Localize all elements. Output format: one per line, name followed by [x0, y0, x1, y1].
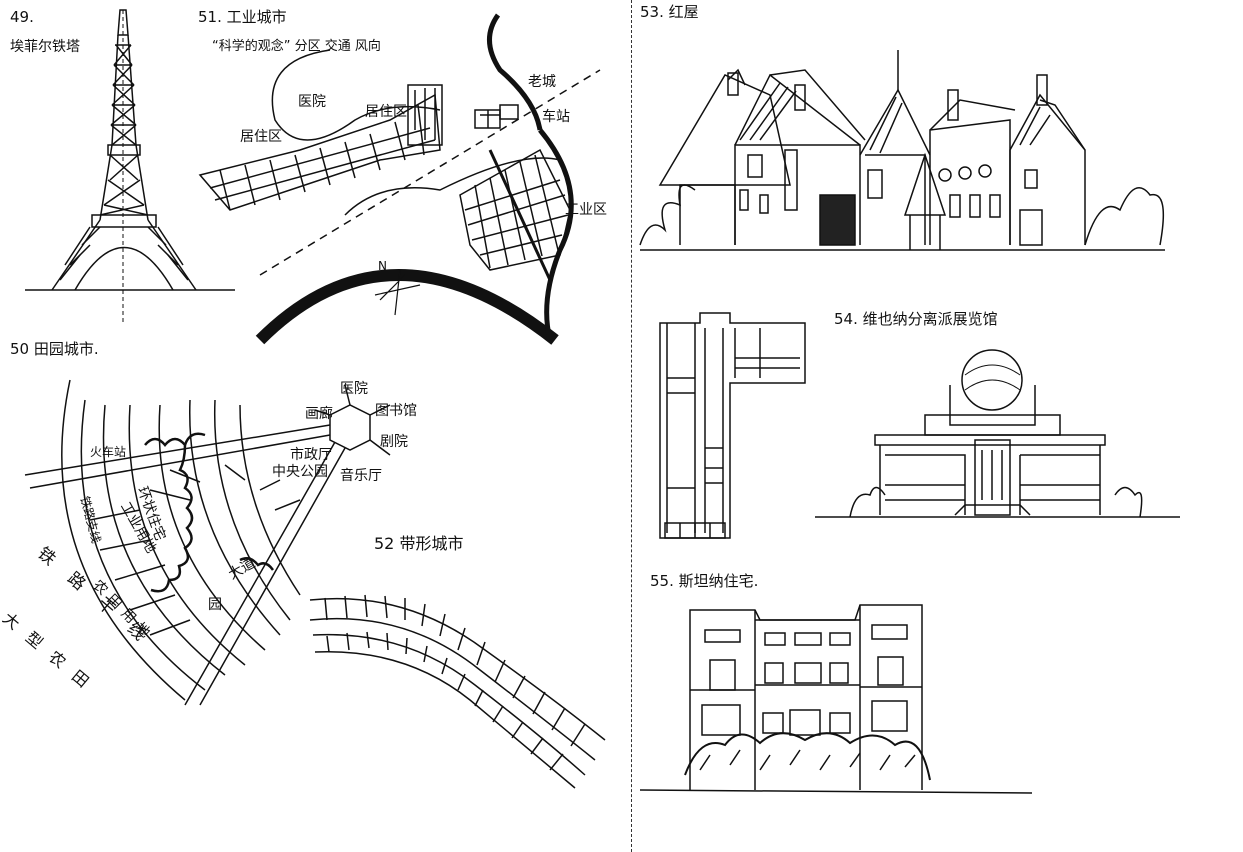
sketch-51-title: 51. 工业城市 [198, 8, 287, 26]
garden-city-diagram [0, 370, 460, 720]
sketch-51-concept: “科学的观念” 分区 交通 风向 [212, 39, 381, 54]
label-theater: 剧院 [380, 434, 408, 450]
label-old-town: 老城 [528, 74, 556, 90]
sketch-49-number: 49. [10, 8, 34, 26]
industrial-city-map [190, 10, 620, 345]
secession-plan-drawing [655, 308, 815, 548]
north-label: N [378, 259, 387, 273]
sketch-54-title: 54. 维也纳分离派展览馆 [834, 310, 998, 328]
label-station: 车站 [542, 109, 570, 125]
label-central-park: 中央公园 [272, 464, 328, 480]
steiner-house-drawing [640, 595, 1035, 800]
label-residential-upper: 居住区 [365, 104, 407, 120]
label-hospital-51: 医院 [298, 94, 326, 110]
page-divider [631, 0, 632, 852]
label-hospital-50: 医院 [340, 381, 368, 397]
secession-elevation-drawing [815, 345, 1185, 525]
label-industrial: 工业区 [565, 202, 607, 218]
sketch-55-title: 55. 斯坦纳住宅. [650, 572, 759, 590]
sketch-52-title: 52 带形城市 [374, 534, 464, 553]
red-house-drawing [640, 45, 1170, 265]
label-concert-hall: 音乐厅 [340, 468, 382, 484]
sketch-53-title: 53. 红屋 [640, 3, 699, 21]
linear-city-drawing [305, 590, 615, 790]
label-garden: 园 [208, 597, 222, 613]
sketch-49-label: 埃菲尔铁塔 [10, 39, 80, 55]
label-city-hall: 市政厅 [290, 447, 332, 463]
sketch-50-title: 50 田园城市. [10, 340, 99, 358]
label-train-station: 火车站 [90, 445, 127, 459]
eiffel-tower-drawing [20, 5, 240, 325]
label-gallery: 画廊 [305, 406, 333, 422]
label-library: 图书馆 [375, 403, 417, 419]
label-residential-lower: 居住区 [240, 129, 282, 145]
